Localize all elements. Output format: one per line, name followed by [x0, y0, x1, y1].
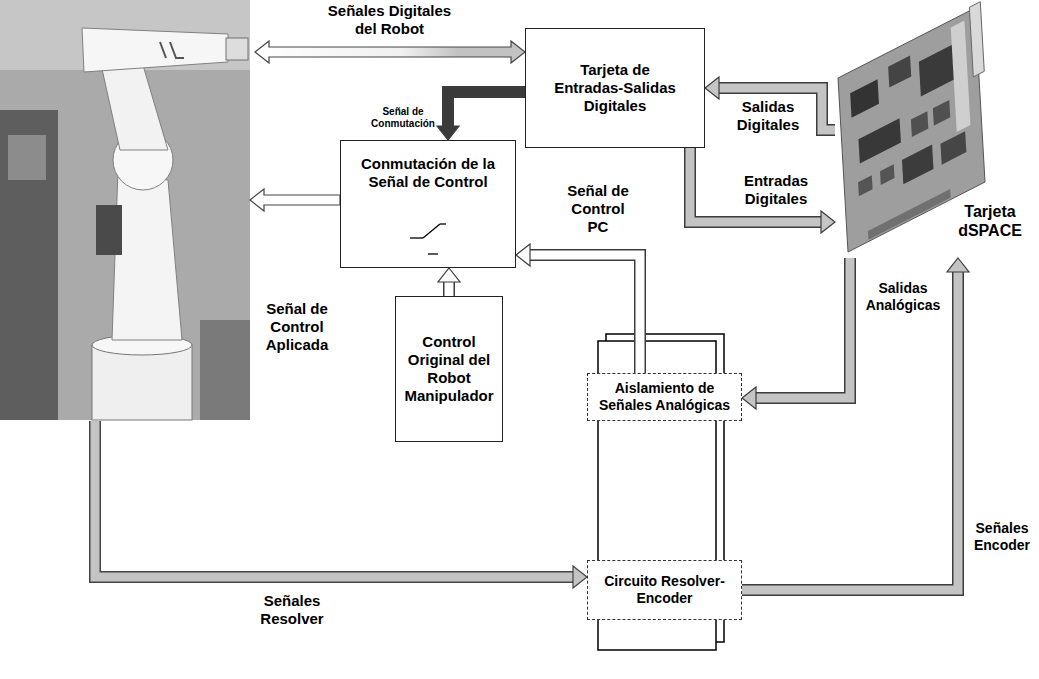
- signal-label: Señales Digitales del Robot: [322, 2, 457, 38]
- photo-table: [200, 320, 250, 420]
- arrow-outline: [530, 255, 640, 373]
- signal-arrow: [690, 148, 835, 233]
- original-control-box: Control Original del Robot Manipulador: [395, 296, 503, 442]
- node-text: Tarjeta de Entradas-Salidas Digitales: [548, 61, 682, 115]
- resolver-arrow: [95, 421, 587, 588]
- card-chip: [888, 56, 911, 88]
- arrow-body: [448, 92, 525, 126]
- card-chip: [858, 118, 901, 163]
- node-text: Aislamiento de Señales Analógicas: [594, 380, 735, 414]
- arrow-body: [742, 272, 958, 590]
- switch-lead: [410, 237, 423, 238]
- robot-photo: [0, 0, 250, 420]
- node-text: Circuito Resolver-Encoder: [594, 573, 735, 607]
- photo-machine: [0, 110, 58, 420]
- signal-label: Señal de Control PC: [560, 182, 636, 236]
- switch-lead: [440, 223, 446, 224]
- arrow-head: [516, 244, 530, 266]
- applied-control-arrow: [250, 189, 340, 211]
- card-bracket: [969, 2, 984, 77]
- arrow-body: [445, 282, 454, 296]
- signal-label: Salidas Analógicas: [860, 280, 946, 314]
- switch-box: Conmutación de la Señal de Control: [340, 140, 516, 268]
- card-chip: [880, 164, 895, 185]
- card-chip: [941, 131, 967, 164]
- arrow-head: [947, 258, 969, 272]
- signal-label: Entradas Digitales: [734, 172, 818, 208]
- arrow-body: [530, 255, 640, 373]
- card-chip: [902, 145, 934, 185]
- arrow-body: [756, 258, 850, 398]
- arrow-head: [742, 387, 756, 409]
- arrow-outline: [742, 272, 958, 590]
- arrow-head: [821, 211, 835, 233]
- signal-arrow: [516, 244, 640, 373]
- card-connector: [951, 21, 971, 132]
- robot-lower-arm: [112, 170, 182, 340]
- digital-signal-arrow: [255, 41, 525, 63]
- arrow-head: [705, 77, 719, 99]
- signal-label: Señal de Conmutación: [368, 106, 438, 130]
- isolation-box: Aislamiento de Señales Analógicas: [587, 373, 742, 421]
- arrow-outline: [443, 282, 455, 296]
- arrow-outline: [690, 148, 821, 222]
- arrow-body: [690, 148, 821, 222]
- card-board: [838, 8, 985, 252]
- photo-background: [0, 0, 250, 420]
- card-chip: [858, 175, 873, 196]
- node-text: Tarjeta dSPACE: [951, 202, 1029, 240]
- signal-arrow: [438, 268, 460, 296]
- signal-label: Señal de Control Aplicada: [256, 300, 338, 354]
- switch-symbol: [410, 224, 446, 254]
- signal-label: Salidas Digitales: [726, 98, 810, 134]
- card-edge-fingers: [868, 189, 951, 240]
- robot-forearm: [82, 28, 228, 72]
- arrow-head: [437, 126, 459, 140]
- signal-arrow: [742, 258, 969, 590]
- switch-blade: [423, 224, 440, 238]
- switch-contact: [428, 253, 438, 254]
- card-chip: [919, 44, 957, 97]
- signal-arrow: [437, 92, 525, 140]
- card-chip: [933, 100, 950, 126]
- io-card-box: Tarjeta de Entradas-Salidas Digitales: [525, 28, 705, 148]
- photo-panel: [8, 135, 46, 180]
- card-chip: [911, 111, 928, 137]
- signal-label: Señales Encoder: [970, 520, 1034, 554]
- resolver-arrow-body: [95, 421, 573, 577]
- node-text: Conmutación de la Señal de Control: [349, 155, 507, 191]
- arrow-outline: [756, 258, 850, 398]
- signal-arrow: [742, 258, 850, 409]
- resolver-arrow-head: [573, 566, 587, 588]
- dspace-card-node: Tarjeta dSPACE: [835, 8, 1033, 258]
- resolver-arrow-outline: [95, 421, 573, 577]
- robot-base: [92, 345, 192, 420]
- robot-logo: [160, 42, 184, 58]
- card-chip: [850, 79, 879, 117]
- arrow-head: [438, 268, 460, 282]
- resolver-encoder-box: Circuito Resolver-Encoder: [587, 560, 742, 620]
- robot-motor: [96, 205, 122, 255]
- node-text: Control Original del Robot Manipulador: [400, 333, 498, 405]
- signal-label: Señales Resolver: [250, 592, 334, 628]
- arrow-outline: [448, 92, 525, 126]
- robot-wrist: [226, 38, 248, 60]
